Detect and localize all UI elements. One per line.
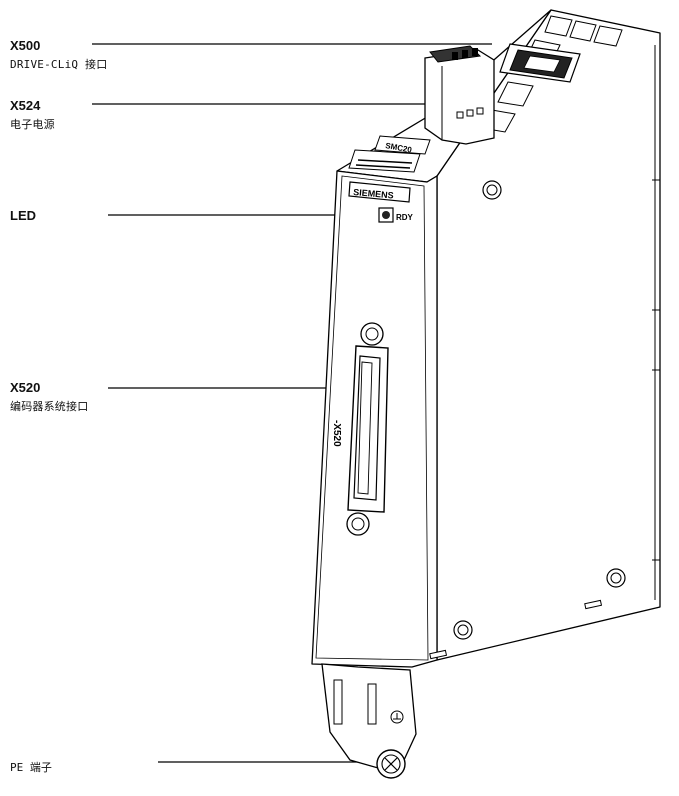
top-vent	[569, 20, 597, 42]
connector-label: -X520	[331, 420, 342, 447]
label-x524: X524 电子电源	[10, 98, 55, 132]
label-pe: PE 端子	[10, 756, 52, 775]
dsub-connector	[346, 322, 389, 536]
led-indicator: RDY	[378, 207, 414, 223]
label-x500-code: X500	[10, 38, 41, 53]
top-vent	[593, 25, 623, 47]
label-x520-code: X520	[10, 380, 41, 395]
side-screw	[606, 568, 626, 588]
label-x500-desc: DRIVE-CLiQ 接口	[10, 58, 108, 71]
label-led-code: LED	[10, 208, 36, 223]
side-slot	[429, 649, 448, 660]
side-slot	[584, 599, 603, 610]
pe-terminal	[321, 663, 417, 779]
power-connector-plug	[424, 45, 495, 145]
label-x524-code: X524	[10, 98, 41, 113]
top-vent	[497, 81, 534, 107]
front-panel-inner	[315, 175, 429, 661]
drive-cliq-port	[499, 43, 581, 83]
siemens-badge: SIEMENS	[348, 181, 411, 203]
label-x524-desc: 电子电源	[10, 118, 55, 131]
led-label: RDY	[396, 213, 414, 222]
label-led: LED	[10, 208, 36, 223]
label-x520-desc: 编码器系统接口	[10, 400, 89, 413]
brand-label: SIEMENS	[353, 187, 394, 200]
side-screw	[482, 180, 502, 200]
label-x520: X520 编码器系统接口	[10, 380, 88, 414]
top-vent	[544, 15, 573, 37]
top-label-area: SMC20	[348, 135, 431, 173]
label-pe-desc: PE 端子	[10, 761, 52, 774]
side-screw	[453, 620, 473, 640]
label-x500: X500 DRIVE-CLiQ 接口	[10, 38, 107, 72]
